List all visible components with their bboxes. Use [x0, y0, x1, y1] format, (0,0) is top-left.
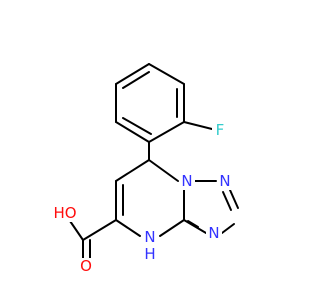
bond [187, 220, 199, 228]
nitrogen-label-3: N [208, 224, 219, 242]
atom-labels: F N N N N H HO O [51, 121, 233, 276]
bond-layer [69, 63, 239, 259]
bond [229, 189, 239, 209]
bond [148, 159, 179, 182]
nitrogen-label-2: N [219, 172, 230, 190]
bond [148, 63, 185, 85]
bond [122, 71, 150, 89]
fluorine-atom: F [212, 121, 228, 139]
bond [222, 191, 232, 211]
bond [122, 117, 152, 135]
bond [115, 159, 150, 182]
bond [115, 219, 141, 237]
nitrogen-atom-2: N [217, 172, 233, 190]
bond [183, 219, 207, 234]
carbonyl-oxygen-label: O [80, 257, 92, 275]
hydroxyl-label: HO [53, 204, 76, 222]
carbonyl-oxygen-atom: O [78, 257, 94, 276]
bond [183, 121, 213, 130]
hydroxyl-group: HO [51, 204, 77, 222]
nh-hydrogen-label: H [144, 245, 155, 263]
nitrogen-atom-3: N [206, 224, 222, 242]
nitrogen-label-1: N [181, 172, 192, 190]
bond [115, 63, 150, 85]
bond [148, 121, 185, 143]
nh-nitrogen-label: N [144, 228, 155, 246]
nh-group: N H [141, 228, 159, 263]
bond [159, 219, 185, 237]
bond [69, 220, 84, 241]
molecule-structure-diagram: F N N N N H HO O [51, 63, 239, 276]
fluorine-label: F [216, 121, 225, 139]
bond [115, 121, 150, 143]
bond [221, 223, 235, 234]
nitrogen-atom-1: N [179, 172, 195, 190]
bond [82, 219, 117, 241]
